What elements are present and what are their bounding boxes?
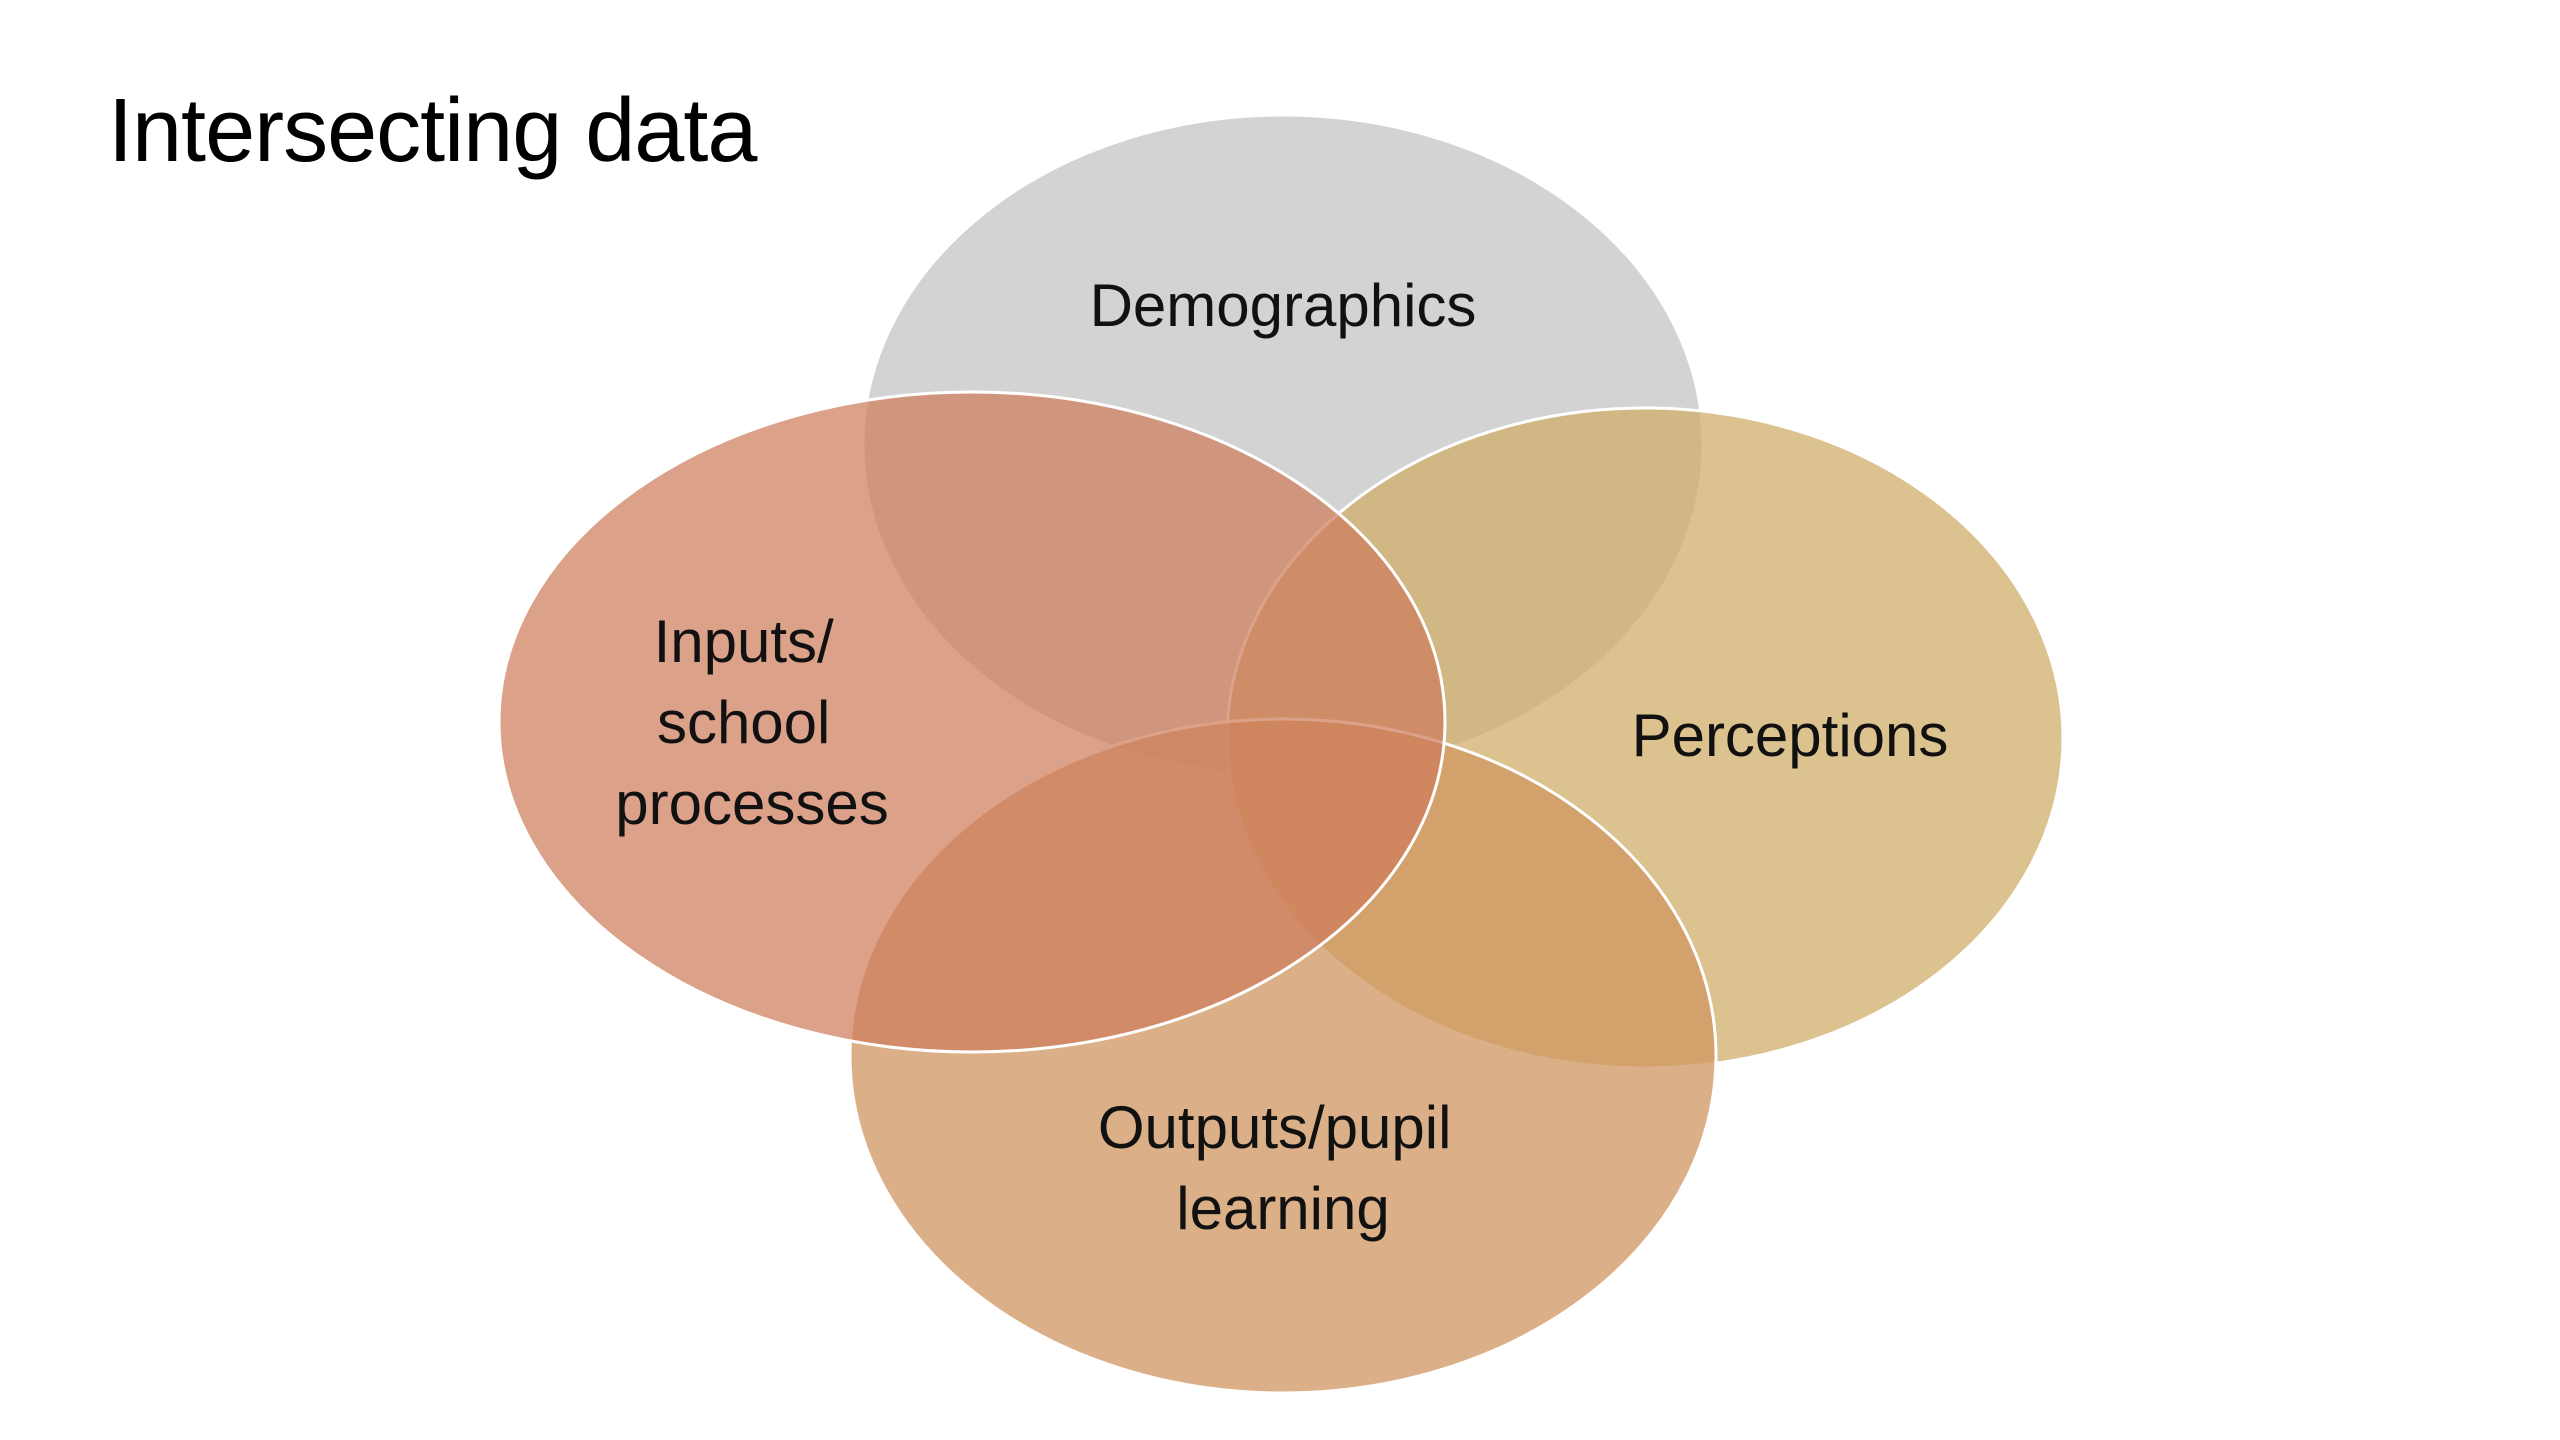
- venn-label-inputs-line-2: school: [657, 689, 830, 756]
- venn-label-inputs: Inputs/ school processes: [615, 608, 888, 837]
- venn-label-demographics: Demographics: [1090, 272, 1477, 339]
- venn-label-inputs-line-1: Inputs/: [654, 608, 834, 675]
- venn-label-perceptions: Perceptions: [1632, 702, 1949, 769]
- venn-label-outputs-line-1: Outputs/pupil: [1098, 1094, 1452, 1161]
- venn-label-demographics-line: Demographics: [1090, 272, 1477, 339]
- venn-label-perceptions-line: Perceptions: [1632, 702, 1949, 769]
- slide-title: Intersecting data: [108, 81, 757, 181]
- venn-circle-inputs: [497, 390, 1447, 1054]
- venn-label-outputs-line-2: learning: [1176, 1175, 1390, 1242]
- venn-label-inputs-line-3: processes: [615, 770, 888, 837]
- venn-label-outputs: Outputs/pupil learning: [1098, 1094, 1468, 1242]
